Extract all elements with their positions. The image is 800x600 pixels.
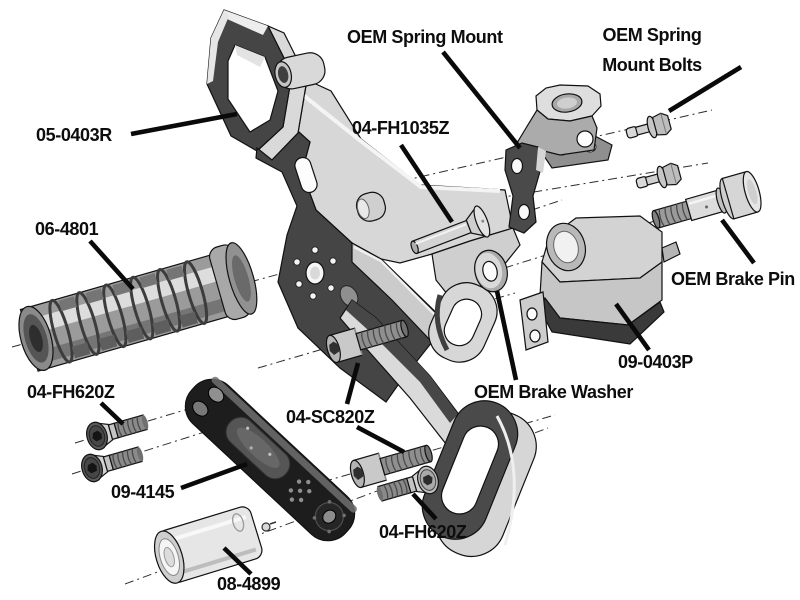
bolt-04-fh1035z <box>410 205 491 255</box>
flat-bolt-left-2 <box>81 446 144 483</box>
pivot-block-part <box>519 215 681 351</box>
knurl-rings <box>48 260 209 364</box>
brake-pin-part <box>651 170 762 229</box>
label-pivot-block: 09-0403P <box>618 352 693 372</box>
label-spring-mount: OEM Spring Mount <box>347 27 503 47</box>
socket-bolt-2 <box>349 444 433 489</box>
label-bolt-fh620z-lower: 04-FH620Z <box>379 522 467 542</box>
brake-washer-part <box>474 249 508 293</box>
label-bolt-fh1035z: 04-FH1035Z <box>352 118 450 138</box>
label-main-bracket: 05-0403R <box>36 125 112 145</box>
spring-mount-bolt-2 <box>635 162 682 189</box>
label-spring-mount-bolts: OEM Spring Mount Bolts <box>602 25 702 75</box>
socket-bolt-1 <box>325 319 409 364</box>
flat-bolt-left-1 <box>86 414 149 451</box>
peg-hole-pattern <box>293 246 337 300</box>
label-brake-washer: OEM Brake Washer <box>474 382 633 402</box>
spacer-clip <box>261 521 277 532</box>
label-footpeg: 06-4801 <box>35 219 99 239</box>
arm-dot-cluster <box>288 479 312 503</box>
footpeg-part <box>18 242 258 372</box>
label-bolts-fh620z-left: 04-FH620Z <box>27 382 115 402</box>
shift-arm-part <box>184 376 357 542</box>
flat-bolt-lower <box>376 465 439 502</box>
spring-mount-bolt-1 <box>625 112 672 139</box>
spring-mount-part <box>504 84 613 234</box>
label-bolt-sc820z: 04-SC820Z <box>286 407 375 427</box>
label-shift-arm: 09-4145 <box>111 482 175 502</box>
label-brake-pin: OEM Brake Pin <box>671 269 795 289</box>
leader-lines <box>88 50 756 576</box>
label-spacer: 08-4899 <box>217 574 281 594</box>
spacer-part <box>153 506 263 584</box>
